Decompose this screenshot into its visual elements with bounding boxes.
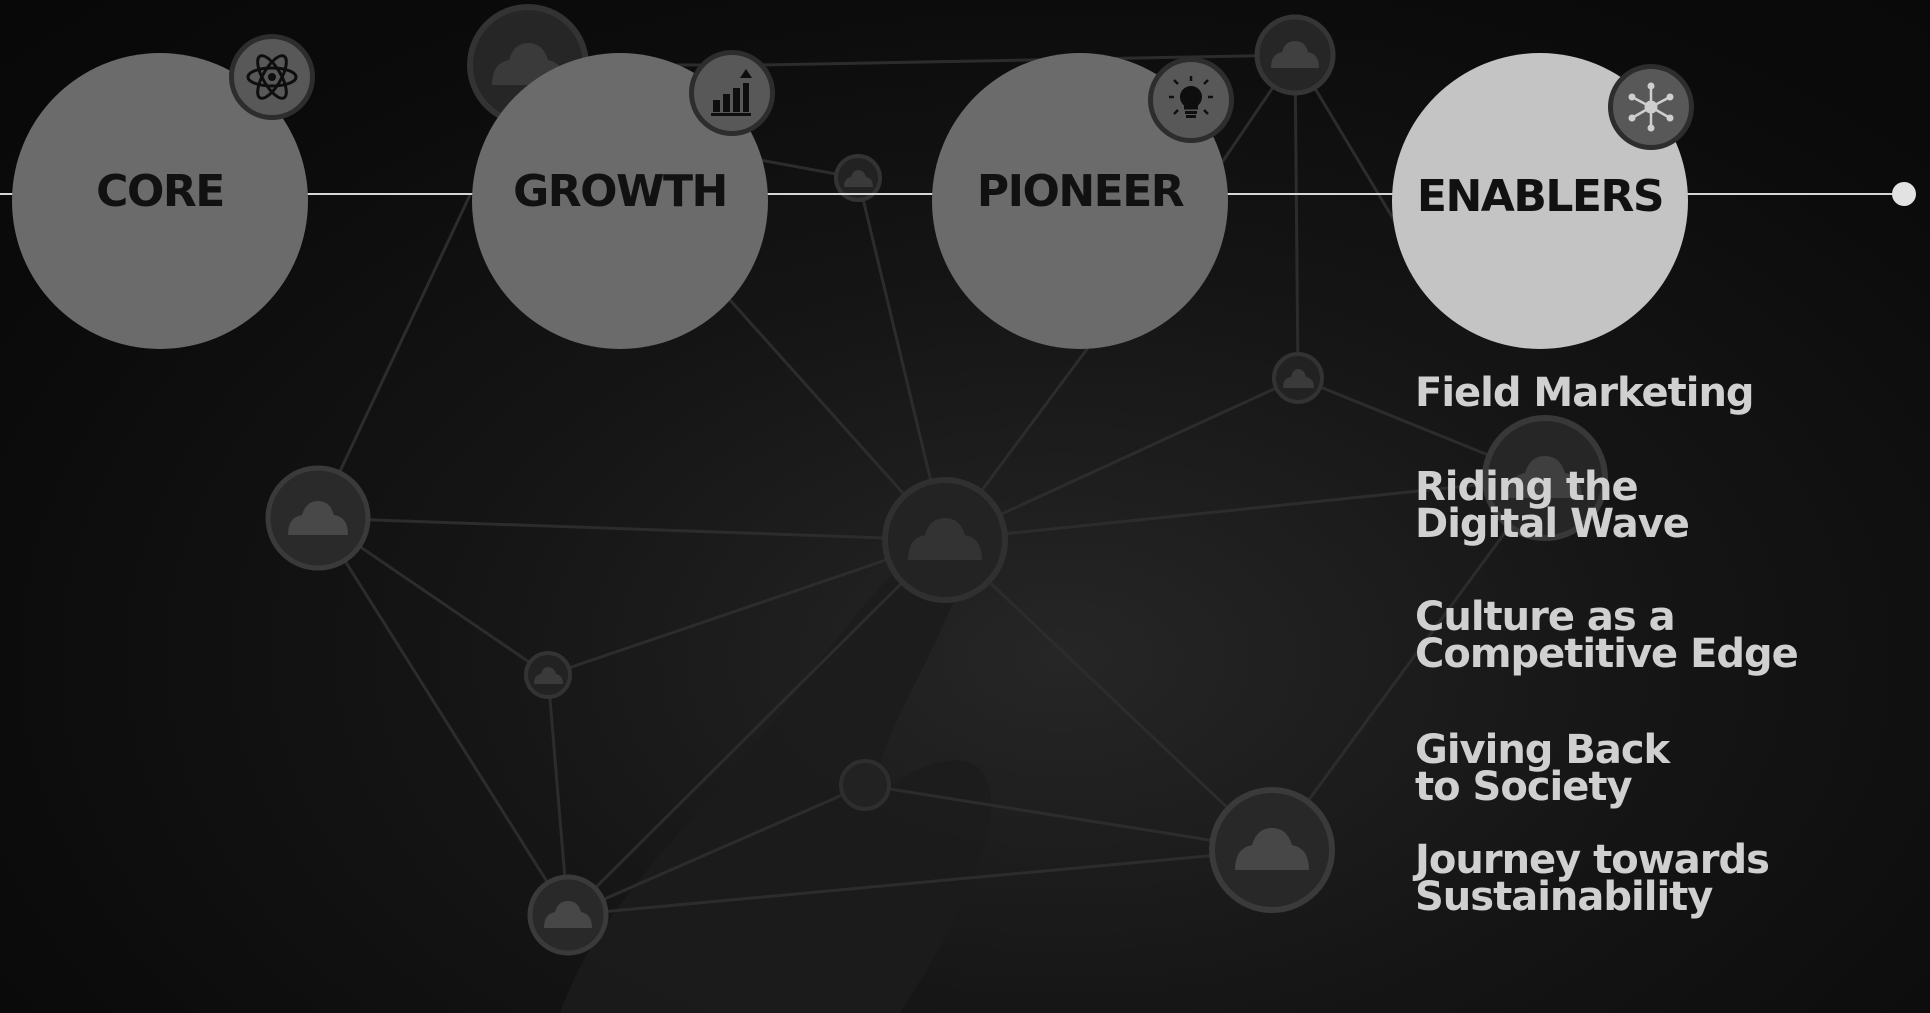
pillar-label: GROWTH	[513, 166, 728, 217]
topic-line: Competitive Edge	[1415, 631, 1799, 677]
lightbulb-icon	[1148, 57, 1234, 143]
network-node	[1272, 352, 1324, 404]
topic-line: Riding the	[1415, 464, 1639, 510]
topic-line: to Society	[1415, 764, 1633, 810]
topic-riding-the-digital-wave[interactable]: Riding the Digital Wave	[1415, 464, 1690, 547]
topic-line: Field Marketing	[1415, 370, 1755, 416]
network-node	[524, 651, 572, 699]
atom-icon	[229, 34, 315, 120]
topic-line: Journey towards	[1415, 837, 1770, 883]
topic-field-marketing[interactable]: Field Marketing	[1415, 370, 1755, 416]
timeline-end-dot	[1892, 182, 1916, 206]
topic-line: Culture as a	[1415, 594, 1676, 640]
hand-silhouette	[560, 534, 992, 1013]
pillar-label: PIONEER	[976, 166, 1185, 217]
network-edges	[316, 53, 1547, 917]
network-node	[839, 759, 891, 811]
topic-line: Digital Wave	[1415, 501, 1690, 547]
topic-line: Sustainability	[1415, 874, 1713, 920]
topic-culture-competitive-edge[interactable]: Culture as a Competitive Edge	[1415, 594, 1799, 677]
network-node	[265, 465, 371, 571]
growth-chart-icon	[689, 50, 775, 136]
topic-giving-back-to-society[interactable]: Giving Back to Society	[1415, 727, 1670, 810]
network-node	[1209, 787, 1335, 913]
network-node	[882, 477, 1008, 603]
network-node	[527, 874, 609, 956]
network-hub-icon	[1608, 64, 1694, 150]
pillar-label: ENABLERS	[1416, 171, 1665, 222]
pillar-label: CORE	[96, 166, 225, 217]
topic-journey-towards-sustainability[interactable]: Journey towards Sustainability	[1415, 837, 1770, 920]
network-node	[1482, 415, 1608, 541]
network-node	[834, 154, 882, 202]
network-node	[1254, 14, 1336, 96]
topic-line: Giving Back	[1415, 727, 1670, 773]
